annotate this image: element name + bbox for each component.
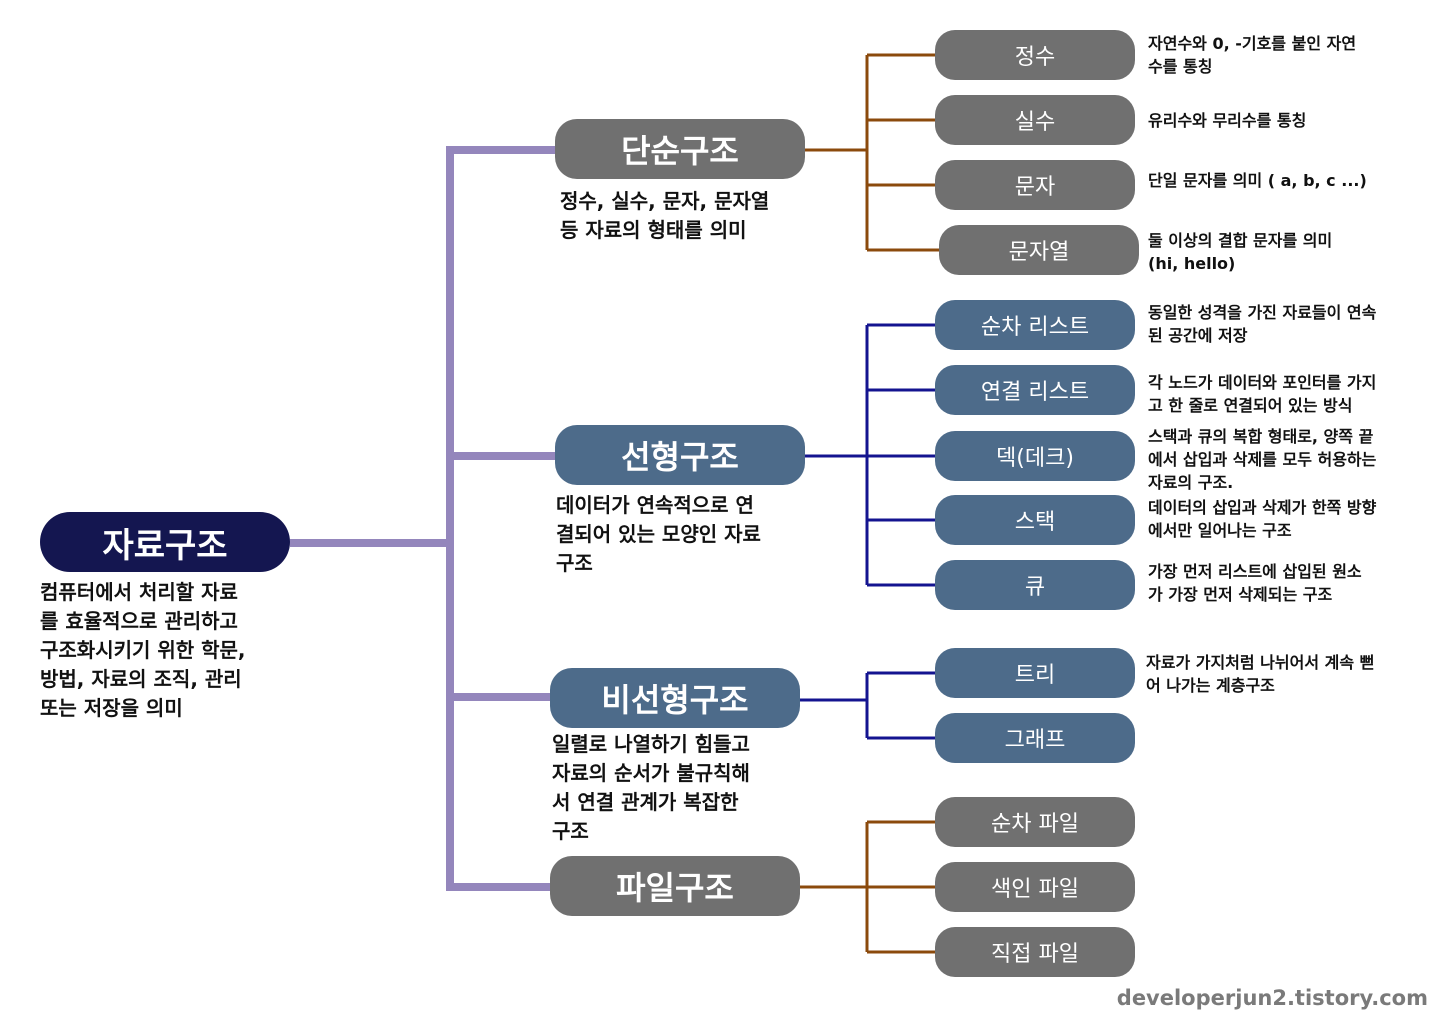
leaf-description-line: 어 나가는 계층구조 xyxy=(1146,676,1275,695)
leaf-label: 문자 xyxy=(1014,175,1056,200)
leaf-label: 그래프 xyxy=(1004,728,1066,753)
leaf-node-char: 문자 xyxy=(935,160,1135,210)
category-label: 선형구조 xyxy=(621,438,739,476)
root-node: 자료구조 xyxy=(40,512,290,572)
file-bracket xyxy=(800,820,935,954)
leaf-description: 동일한 성격을 가진 자료들이 연속 된 공간에 저장 xyxy=(1148,301,1433,347)
leaf-description-line: 에서만 일어나는 구조 xyxy=(1148,521,1292,540)
leaf-description: 자연수와 0, -기호를 붙인 자연 수를 통칭 xyxy=(1148,32,1433,78)
leaf-description: 단일 문자를 의미 ( a, b, c ...) xyxy=(1148,169,1433,192)
leaf-description-line: 각 노드가 데이터와 포인터를 가지 xyxy=(1148,373,1377,392)
leaf-node-stack: 스택 xyxy=(935,495,1135,545)
leaf-description: 데이터의 삽입과 삭제가 한쪽 방향 에서만 일어나는 구조 xyxy=(1148,496,1433,542)
leaf-description: 스택과 큐의 복합 형태로, 양쪽 끝 에서 삽입과 삭제를 모두 허용하는 자… xyxy=(1148,425,1433,494)
root-description-line: 방법, 자료의 조직, 관리 xyxy=(40,667,242,691)
leaf-description: 자료가 가지처럼 나뉘어서 계속 뻗 어 나가는 계층구조 xyxy=(1146,651,1431,697)
leaf-label: 색인 파일 xyxy=(991,877,1079,902)
category-node-nonlinear: 비선형구조 xyxy=(550,668,800,728)
category-description-line: 서 연결 관계가 복잡한 xyxy=(552,790,739,814)
leaf-description-line: 자료가 가지처럼 나뉘어서 계속 뻗 xyxy=(1146,653,1375,672)
leaf-description-line: 스택과 큐의 복합 형태로, 양쪽 끝 xyxy=(1148,427,1374,446)
leaf-description-line: 고 한 줄로 연결되어 있는 방식 xyxy=(1148,396,1353,415)
category-description-linear: 데이터가 연속적으로 연 결되어 있는 모양인 자료 구조 xyxy=(556,491,826,578)
leaf-label: 덱(데크) xyxy=(996,446,1074,471)
leaf-description-line: 가장 먼저 리스트에 삽입된 원소 xyxy=(1148,562,1362,581)
leaf-node-string: 문자열 xyxy=(939,225,1139,275)
leaf-description-line: 유리수와 무리수를 통칭 xyxy=(1148,111,1307,130)
leaf-label: 순차 파일 xyxy=(991,812,1079,837)
category-description-nonlinear: 일렬로 나열하기 힘들고 자료의 순서가 불규칙해 서 연결 관계가 복잡한 구… xyxy=(552,730,822,846)
watermark: developerjun2.tistory.com xyxy=(1116,986,1428,1010)
leaf-description-line: 된 공간에 저장 xyxy=(1148,326,1248,345)
leaf-label: 연결 리스트 xyxy=(980,380,1090,405)
category-description-line: 정수, 실수, 문자, 문자열 xyxy=(560,189,770,213)
nonlinear-bracket xyxy=(800,671,935,740)
category-description-line: 등 자료의 형태를 의미 xyxy=(560,218,747,242)
category-label: 파일구조 xyxy=(616,869,734,907)
leaf-description-line: 자료의 구조. xyxy=(1148,473,1234,492)
category-label: 비선형구조 xyxy=(601,681,749,719)
root-description-line: 또는 저장을 의미 xyxy=(40,696,183,720)
category-description-line: 자료의 순서가 불규칙해 xyxy=(552,761,750,785)
category-node-linear: 선형구조 xyxy=(555,425,805,485)
leaf-node-queue: 큐 xyxy=(935,560,1135,610)
leaf-node-sequential-file: 순차 파일 xyxy=(935,797,1135,847)
category-label: 단순구조 xyxy=(621,132,739,170)
category-description-line: 결되어 있는 모양인 자료 xyxy=(556,522,761,546)
root-description-line: 컴퓨터에서 처리할 자료 xyxy=(40,580,238,604)
leaf-label: 문자열 xyxy=(1008,240,1070,265)
leaf-label: 트리 xyxy=(1014,663,1056,688)
leaf-label: 실수 xyxy=(1014,110,1056,135)
leaf-description: 각 노드가 데이터와 포인터를 가지 고 한 줄로 연결되어 있는 방식 xyxy=(1148,371,1433,417)
category-description-line: 데이터가 연속적으로 연 xyxy=(556,493,754,517)
simple-bracket xyxy=(805,53,939,252)
leaf-node-integer: 정수 xyxy=(935,30,1135,80)
linear-bracket xyxy=(805,323,935,587)
leaf-description: 유리수와 무리수를 통칭 xyxy=(1148,109,1433,132)
leaf-node-sequential-list: 순차 리스트 xyxy=(935,300,1135,350)
leaf-label: 스택 xyxy=(1014,510,1056,535)
category-node-simple: 단순구조 xyxy=(555,119,805,179)
leaf-description-line: 에서 삽입과 삭제를 모두 허용하는 xyxy=(1148,450,1377,469)
leaf-node-graph: 그래프 xyxy=(935,713,1135,763)
root-description-line: 를 효율적으로 관리하고 xyxy=(40,609,238,633)
leaf-description: 가장 먼저 리스트에 삽입된 원소 가 가장 먼저 삭제되는 구조 xyxy=(1148,560,1433,606)
leaf-label: 직접 파일 xyxy=(991,942,1079,967)
leaf-node-linked-list: 연결 리스트 xyxy=(935,365,1135,415)
leaf-node-tree: 트리 xyxy=(935,648,1135,698)
root-node-label: 자료구조 xyxy=(102,525,228,566)
root-description-line: 구조화시키기 위한 학문, xyxy=(40,638,246,662)
category-description-simple: 정수, 실수, 문자, 문자열 등 자료의 형태를 의미 xyxy=(560,187,820,245)
leaf-description-line: 데이터의 삽입과 삭제가 한쪽 방향 xyxy=(1148,498,1377,517)
leaf-description: 둘 이상의 결합 문자를 의미 (hi, hello) xyxy=(1148,229,1433,275)
leaf-node-index-file: 색인 파일 xyxy=(935,862,1135,912)
category-description-line: 구조 xyxy=(552,819,589,843)
leaf-label: 순차 리스트 xyxy=(980,315,1090,340)
leaf-description-line: 단일 문자를 의미 ( a, b, c ...) xyxy=(1148,171,1367,190)
leaf-node-real: 실수 xyxy=(935,95,1135,145)
leaf-label: 정수 xyxy=(1014,45,1056,70)
category-node-file: 파일구조 xyxy=(550,856,800,916)
leaf-node-direct-file: 직접 파일 xyxy=(935,927,1135,977)
leaf-description-line: 자연수와 0, -기호를 붙인 자연 xyxy=(1148,34,1357,53)
category-description-line: 일렬로 나열하기 힘들고 xyxy=(552,732,750,756)
root-description: 컴퓨터에서 처리할 자료 를 효율적으로 관리하고 구조화시키기 위한 학문, … xyxy=(40,578,310,723)
category-description-line: 구조 xyxy=(556,551,593,575)
leaf-description-line: (hi, hello) xyxy=(1148,254,1236,273)
leaf-description-line: 둘 이상의 결합 문자를 의미 xyxy=(1148,231,1333,250)
leaf-label: 큐 xyxy=(1024,575,1046,600)
leaf-node-deque: 덱(데크) xyxy=(935,431,1135,481)
leaf-description-line: 동일한 성격을 가진 자료들이 연속 xyxy=(1148,303,1377,322)
leaf-description-line: 수를 통칭 xyxy=(1148,57,1213,76)
leaf-description-line: 가 가장 먼저 삭제되는 구조 xyxy=(1148,585,1333,604)
